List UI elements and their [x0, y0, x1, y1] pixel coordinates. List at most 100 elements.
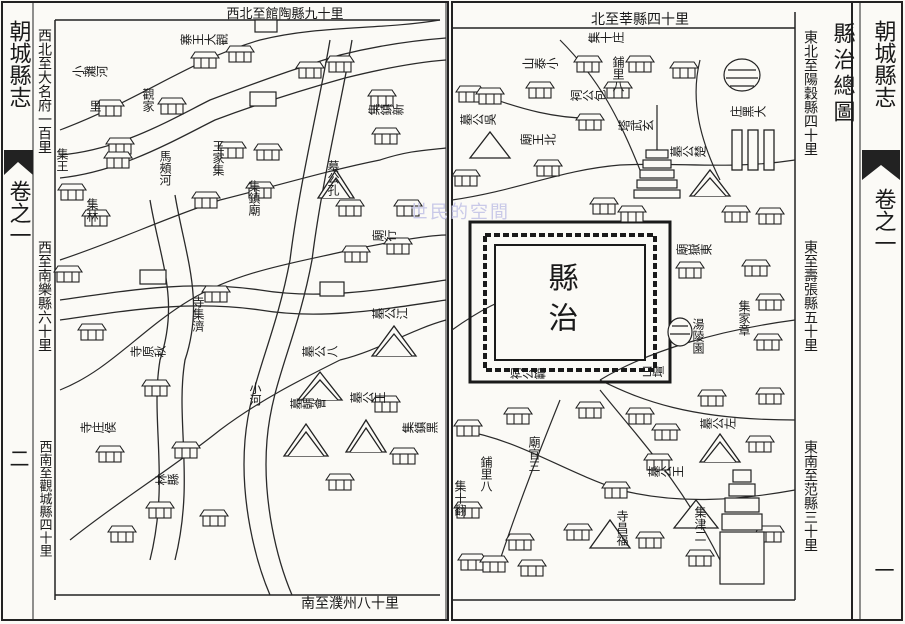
- building-icon: [754, 207, 786, 225]
- building-icon: [450, 169, 482, 187]
- building-icon: [572, 55, 604, 73]
- building-icon: [370, 127, 402, 145]
- place-label: 寺原秋: [130, 345, 167, 359]
- building-icon: [478, 555, 510, 573]
- building-icon: [382, 237, 414, 255]
- gazetteer-title-left: 朝城縣志: [6, 20, 32, 108]
- building-icon: [190, 191, 222, 209]
- building-icon: [144, 501, 176, 519]
- building-icon: [642, 453, 674, 471]
- place-label: 集鎮新: [367, 103, 404, 117]
- building-icon: [616, 205, 648, 223]
- building-icon: [80, 209, 112, 227]
- building-icon: [456, 553, 488, 571]
- building-icon: [366, 89, 398, 107]
- building-icon: [156, 97, 188, 115]
- page-number: 二: [6, 448, 30, 468]
- place-label: 集十翻: [453, 479, 467, 516]
- border-top-right: 北至莘縣四十里: [591, 11, 689, 28]
- place-label: 王家集: [211, 140, 225, 176]
- building-icon: [502, 407, 534, 425]
- building-icon: [392, 199, 424, 217]
- building-icon: [56, 183, 88, 201]
- map-title: 縣治總圖: [830, 22, 856, 126]
- place-label: 集津二: [693, 505, 707, 542]
- place-label: 墓公王: [648, 465, 684, 479]
- building-icon: [602, 81, 634, 99]
- building-icon: [200, 285, 232, 303]
- place-label: 湯陵園: [691, 318, 705, 354]
- place-label: 廟官三: [527, 435, 541, 472]
- building-icon: [684, 549, 716, 567]
- watermark: 世民的空間: [410, 202, 510, 223]
- place-labels: 寨王大觀 小灘河 觀家 里 集王 集林 王家集 馬頰河 集鎮新 墓公孔 集鎮廟 …: [55, 31, 766, 546]
- bridges: [139, 19, 345, 297]
- gazetteer-volume-left: 卷之一: [6, 180, 32, 246]
- place-label: 塔武玄: [618, 119, 654, 133]
- building-icon: [102, 151, 134, 169]
- building-icon: [370, 395, 402, 413]
- place-label: 祠公範: [510, 367, 546, 381]
- building-icon: [216, 141, 248, 159]
- place-label: 寺庄侯: [80, 421, 117, 435]
- building-icon: [452, 501, 484, 519]
- place-label: 馬頰河: [158, 150, 172, 186]
- building-icon: [170, 441, 202, 459]
- building-icon: [94, 99, 126, 117]
- rivers: [59, 37, 447, 596]
- border-left-upper: 西北至大名府一百里: [36, 28, 52, 154]
- place-label: 集王: [55, 147, 69, 172]
- place-label: 林縣: [155, 473, 179, 487]
- building-icon: [754, 387, 786, 405]
- building-icon: [754, 525, 786, 543]
- place-label: 觀家: [141, 88, 155, 112]
- gazetteer-title-right: 朝城縣志: [871, 20, 897, 108]
- building-icon: [720, 205, 752, 223]
- building-icon: [94, 445, 126, 463]
- building-icon: [634, 531, 666, 549]
- gazetteer-volume-right: 卷之一: [871, 188, 897, 254]
- border-left-mid: 西至南樂縣六十里: [36, 240, 52, 352]
- building-icon: [252, 143, 284, 161]
- border-right-lower: 東南至范縣三十里: [802, 440, 818, 552]
- building-icon: [588, 197, 620, 215]
- place-label: 墓公八: [302, 345, 338, 359]
- building-icon: [334, 199, 366, 217]
- building-icon: [324, 55, 356, 73]
- building-icon: [324, 473, 356, 491]
- place-label: 墓公江: [372, 307, 408, 321]
- fishtail-marks: [4, 150, 900, 180]
- border-left-lower: 西南至觀城縣四十里: [37, 440, 53, 557]
- place-label: 墓公楚: [670, 145, 707, 159]
- building-icon: [504, 533, 536, 551]
- place-label: 集鎮廟: [247, 179, 261, 217]
- building-icon: [198, 509, 230, 527]
- building-icon: [624, 55, 656, 73]
- building-icon: [744, 435, 776, 453]
- place-label: 庄黑大: [729, 105, 766, 119]
- roads: [59, 19, 796, 561]
- building-icon: [76, 323, 108, 341]
- tomb-mounds: [667, 58, 761, 347]
- place-label: 山壇: [640, 365, 664, 379]
- place-label: 寨王大觀: [179, 33, 228, 47]
- building-icon: [574, 113, 606, 131]
- place-label: 里: [88, 100, 102, 112]
- mountains: [282, 130, 742, 549]
- border-top-left: 西北至館陶縣九十里: [226, 6, 343, 22]
- building-icon: [532, 159, 564, 177]
- place-label: 鋪里八: [479, 455, 493, 492]
- building-icon: [189, 51, 221, 69]
- place-label: 小灘河: [72, 65, 108, 79]
- place-label: 寺昌福: [615, 510, 629, 546]
- county-seat-label: 縣治: [543, 262, 578, 342]
- place-label: 墓公孔: [326, 160, 340, 196]
- place-label: 寺集濟: [191, 296, 205, 333]
- building-icon: [294, 61, 326, 79]
- building-icon: [574, 401, 606, 419]
- building-icon: [524, 81, 556, 99]
- building-icon: [140, 379, 172, 397]
- place-label: 墓公吳: [460, 113, 497, 127]
- building-icon: [650, 423, 682, 441]
